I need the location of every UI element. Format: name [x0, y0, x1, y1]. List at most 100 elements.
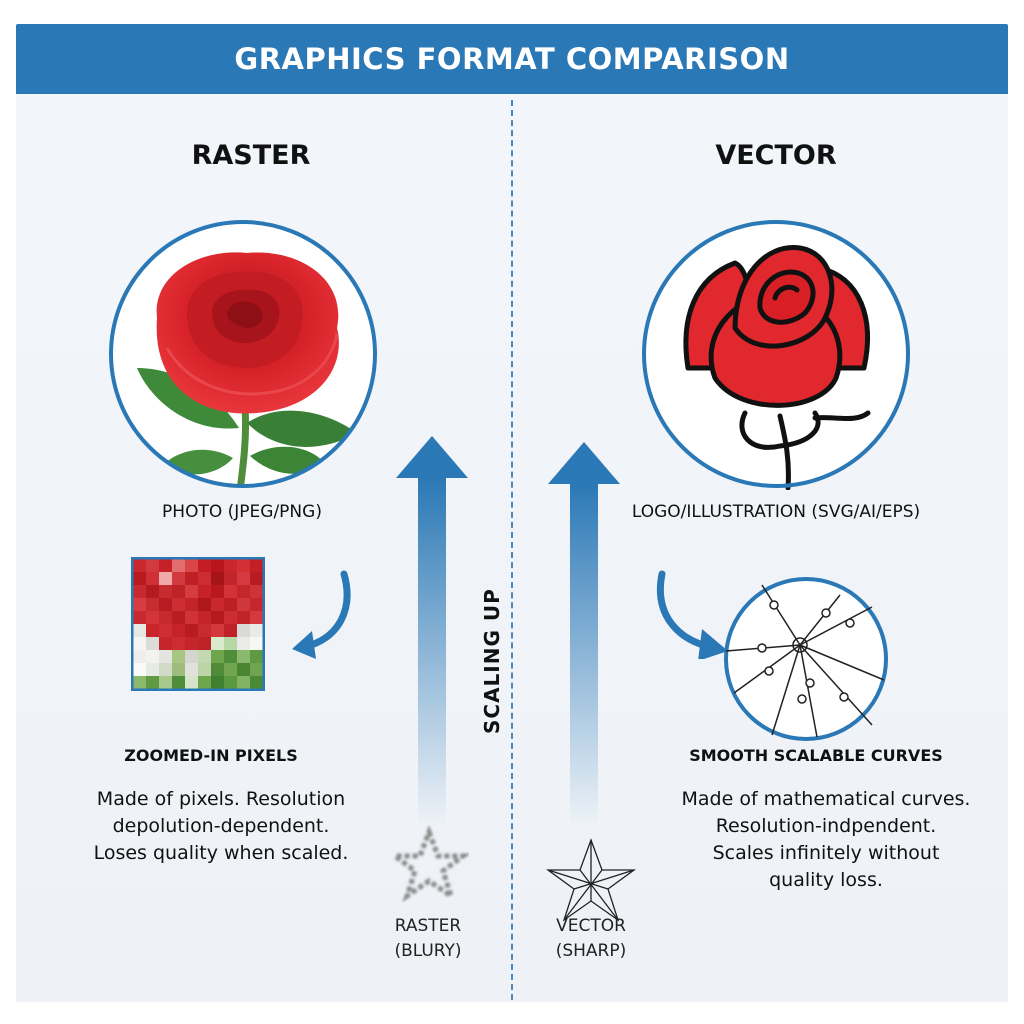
pixel-cell: [237, 611, 250, 624]
pixel-cell: [185, 598, 198, 611]
pixel-cell: [159, 624, 172, 637]
pixel-cell: [250, 663, 263, 676]
vector-rose-image: [640, 218, 912, 490]
pixel-cell: [224, 559, 237, 572]
pixel-cell: [185, 637, 198, 650]
raster-heading: RASTER: [191, 140, 311, 171]
curved-arrow-icon: [652, 569, 732, 659]
pixel-cell: [224, 650, 237, 663]
pixel-cell: [237, 559, 250, 572]
pixel-cell: [198, 611, 211, 624]
raster-description: Made of pixels. Resolution depolution-de…: [56, 786, 386, 867]
scaling-up-label: SCALING UP: [480, 588, 504, 734]
pixel-cell: [185, 572, 198, 585]
vector-description-line: Resolution-indpendent.: [715, 815, 937, 837]
raster-description-line: depolution-dependent.: [112, 815, 330, 837]
pixel-cell: [237, 572, 250, 585]
pixel-cell: [250, 676, 263, 689]
pixel-cell: [172, 676, 185, 689]
pixel-cell: [224, 676, 237, 689]
page-title: GRAPHICS FORMAT COMPARISON: [16, 24, 1008, 94]
pixel-cell: [250, 559, 263, 572]
pixel-cell: [224, 585, 237, 598]
pixel-cell: [133, 585, 146, 598]
pixel-cell: [172, 572, 185, 585]
pixel-cell: [198, 559, 211, 572]
pixel-cell: [224, 572, 237, 585]
pixel-cell: [237, 637, 250, 650]
pixel-cell: [198, 637, 211, 650]
pixel-cell: [159, 650, 172, 663]
raster-rose-image: [107, 218, 379, 490]
pixel-cell: [198, 572, 211, 585]
vector-caption: LOGO/ILLUSTRATION (SVG/AI/EPS): [631, 502, 921, 522]
pixel-cell: [146, 585, 159, 598]
pixel-cell: [198, 624, 211, 637]
pixel-cell: [159, 598, 172, 611]
raster-star-icon: [389, 824, 469, 904]
pixel-cell: [133, 611, 146, 624]
pixel-cell: [146, 598, 159, 611]
pixel-cell: [237, 663, 250, 676]
pixel-cell: [211, 676, 224, 689]
pixel-cell: [211, 598, 224, 611]
pixel-cell: [211, 611, 224, 624]
pixel-cell: [237, 624, 250, 637]
pixel-cell: [250, 572, 263, 585]
pixel-cell: [185, 585, 198, 598]
vector-description: Made of mathematical curves. Resolution-…: [656, 786, 996, 894]
pixel-cell: [211, 585, 224, 598]
pixel-cell: [172, 650, 185, 663]
pixel-cell: [159, 637, 172, 650]
pixel-cell: [146, 663, 159, 676]
raster-description-line: Loses quality when scaled.: [93, 842, 349, 864]
vector-heading: VECTOR: [715, 140, 837, 171]
pixel-cell: [172, 559, 185, 572]
pixel-cell: [250, 637, 263, 650]
pixel-cell: [146, 611, 159, 624]
pixel-cell: [211, 624, 224, 637]
vector-description-line: quality loss.: [769, 869, 883, 891]
pixel-cell: [172, 624, 185, 637]
pixel-cell: [237, 676, 250, 689]
vector-star-label-line: (SHARP): [555, 941, 627, 961]
pixel-cell: [185, 676, 198, 689]
vector-curves-zoom-image: [722, 575, 890, 743]
pixel-cell: [224, 637, 237, 650]
center-divider: [511, 100, 513, 1000]
raster-star-label: RASTER (BLURY): [373, 914, 483, 964]
pixel-cell: [146, 559, 159, 572]
pixel-cell: [185, 624, 198, 637]
pixel-cell: [250, 585, 263, 598]
raster-star-label-line: (BLURY): [394, 941, 462, 961]
vector-star-label: VECTOR (SHARP): [536, 914, 646, 964]
raster-zoom-label: ZOOMED-IN PIXELS: [124, 746, 298, 765]
vector-description-line: Scales infinitely without: [712, 842, 940, 864]
pixel-cell: [146, 650, 159, 663]
pixel-cell: [198, 663, 211, 676]
pixel-cell: [250, 624, 263, 637]
pixel-cell: [133, 650, 146, 663]
pixel-cell: [224, 624, 237, 637]
pixel-cell: [185, 559, 198, 572]
pixel-cell: [133, 663, 146, 676]
curved-arrow-icon: [284, 569, 354, 659]
pixel-cell: [224, 598, 237, 611]
pixel-cell: [211, 559, 224, 572]
scaling-arrow-raster-icon: [396, 436, 468, 826]
pixel-cell: [198, 585, 211, 598]
pixel-cell: [185, 650, 198, 663]
pixel-cell: [211, 663, 224, 676]
pixel-cell: [133, 559, 146, 572]
pixel-cell: [185, 663, 198, 676]
pixel-cell: [172, 663, 185, 676]
vector-description-line: Made of mathematical curves.: [681, 788, 971, 810]
pixel-cell: [198, 676, 211, 689]
pixel-cell: [133, 624, 146, 637]
pixel-cell: [185, 611, 198, 624]
pixel-cell: [250, 650, 263, 663]
pixel-cell: [237, 585, 250, 598]
pixel-cell: [159, 611, 172, 624]
pixel-cell: [133, 637, 146, 650]
pixel-cell: [159, 663, 172, 676]
